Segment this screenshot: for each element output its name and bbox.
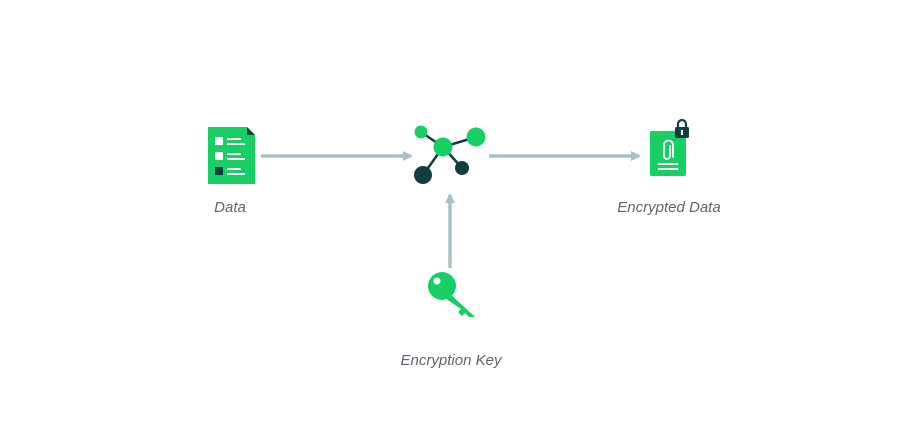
key-icon <box>428 272 475 317</box>
encryption-key-label: Encryption Key <box>400 352 502 369</box>
document-list-icon <box>208 127 255 184</box>
locked-document-icon <box>650 118 689 176</box>
encrypted-data-label: Encrypted Data <box>617 199 721 216</box>
network-nodes-icon <box>414 125 486 184</box>
data-label: Data <box>214 199 246 216</box>
lock-icon <box>675 118 689 138</box>
